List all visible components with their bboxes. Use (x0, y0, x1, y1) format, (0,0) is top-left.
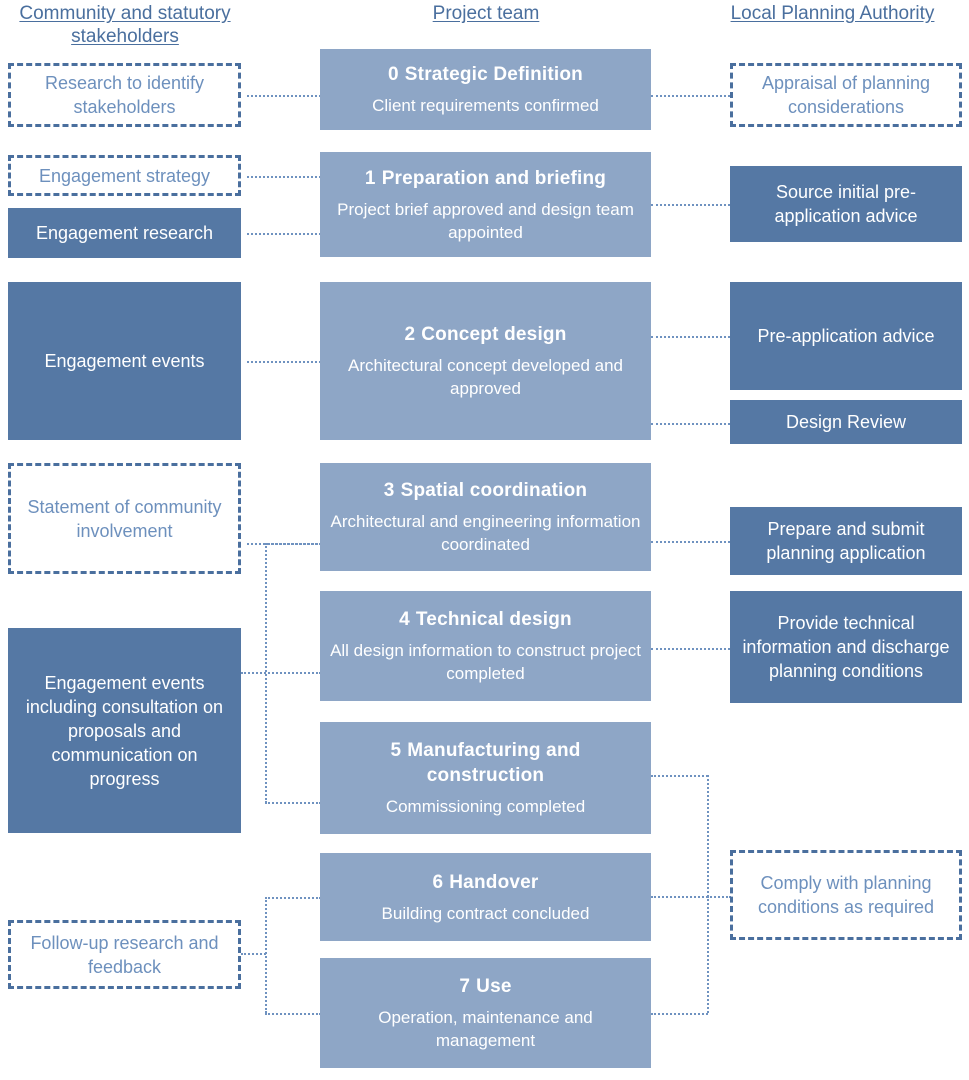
stage-number-0: 0 (388, 64, 399, 85)
connector-followup-to-stage6 (265, 897, 321, 899)
connector-stage1-right1 (651, 204, 730, 206)
connector-stage0-right0 (651, 95, 730, 97)
right-item-label: Pre-application advice (757, 326, 935, 346)
stage-name-4: Technical design (415, 609, 572, 630)
connector-followup-to-stage7 (265, 1013, 321, 1015)
left-item-engagement-strategy[interactable]: Engagement strategy (8, 155, 241, 196)
stage-number-7: 7 (459, 976, 471, 997)
left-item-label: Statement of community involvement (27, 496, 222, 541)
column-heading-right: Local Planning Authority (730, 3, 935, 24)
left-item-label: Research to identify stakeholders (44, 73, 205, 117)
left-item-engagement-events-consultation[interactable]: Engagement events including consultation… (8, 628, 241, 833)
stage-number-5: 5 (390, 740, 402, 761)
right-item-pre-application-advice[interactable]: Pre-application advice (730, 282, 962, 390)
stage-name-1: Preparation and briefing (381, 167, 607, 189)
left-item-label: Engagement events including consultation… (25, 672, 224, 789)
left-item-label: Engagement research (35, 223, 214, 243)
connector-left-research-stage1 (247, 233, 321, 235)
left-item-label: Engagement events (44, 351, 205, 371)
left-item-label: Follow-up research and feedback (30, 932, 219, 977)
stage-name-7: Use (476, 976, 512, 997)
stage-outcome-3: Architectural and engineering informatio… (330, 512, 641, 554)
stage-outcome-7: Operation, maintenance and management (378, 1008, 593, 1050)
connector-followup-bracket-spine (265, 897, 267, 1013)
stage-number-1: 1 (364, 167, 376, 189)
left-item-engagement-events[interactable]: Engagement events (8, 282, 241, 440)
right-item-label: Appraisal of planning considerations (761, 73, 931, 117)
right-item-label: Comply with planning conditions as requi… (757, 873, 935, 917)
right-item-label: Provide technical information and discha… (742, 613, 950, 681)
right-item-appraisal-of-planning-considerations[interactable]: Appraisal of planning considerations (730, 63, 962, 127)
right-item-label: Source initial pre-application advice (774, 182, 918, 226)
connector-stage2-right2 (651, 336, 730, 338)
stage-outcome-2: Architectural concept developed and appr… (347, 356, 623, 398)
left-item-research-to-identify-stakeholders[interactable]: Research to identify stakeholders (8, 63, 241, 127)
left-item-engagement-research[interactable]: Engagement research (8, 208, 241, 258)
left-item-follow-up-research-and-feedback[interactable]: Follow-up research and feedback (8, 920, 241, 989)
left-item-label: Engagement strategy (38, 165, 211, 186)
connector-left-bracket-to-stage3 (265, 543, 321, 545)
stage-number-4: 4 (399, 609, 410, 630)
stage-name-2: Concept design (421, 324, 567, 345)
connector-right-bracket-spine (707, 775, 709, 1013)
stage-name-6: Handover (449, 871, 539, 893)
stage-outcome-6: Building contract concluded (381, 903, 590, 923)
right-item-comply-with-planning-conditions[interactable]: Comply with planning conditions as requi… (730, 850, 962, 940)
connector-left-bracket-to-stage4 (241, 672, 321, 674)
connector-left-bracket-to-stage5 (265, 802, 321, 804)
stage-number-6: 6 (432, 871, 444, 893)
connector-left-stage0 (247, 95, 321, 97)
connector-stage3-right4 (651, 541, 730, 543)
connector-followup-in (241, 953, 266, 955)
stage-name-5: Manufacturing and construction (407, 740, 581, 786)
right-item-source-initial-pre-application-advice[interactable]: Source initial pre-application advice (730, 166, 962, 242)
left-item-statement-of-community-involvement[interactable]: Statement of community involvement (8, 463, 241, 574)
stage-outcome-5: Commissioning completed (385, 797, 586, 816)
stage-name-3: Spatial coordination (400, 480, 588, 501)
right-item-provide-technical-information[interactable]: Provide technical information and discha… (730, 591, 962, 703)
right-item-label: Prepare and submit planning application (766, 519, 926, 563)
connector-left-strategy-stage1 (247, 176, 321, 178)
stage-name-0: Strategic Definition (404, 64, 583, 85)
connector-left-events-stage2 (247, 361, 321, 363)
column-heading-centre: Project team (432, 3, 540, 24)
stage-outcome-0: Client requirements confirmed (372, 96, 599, 115)
connector-stage5-to-right-bracket (651, 775, 708, 777)
connector-stage2-right3 (651, 423, 730, 425)
stage-number-2: 2 (404, 324, 416, 345)
right-item-prepare-and-submit-planning-application[interactable]: Prepare and submit planning application (730, 507, 962, 575)
column-heading-left: Community and statutory stakeholders (19, 3, 231, 47)
right-item-label: Design Review (785, 412, 907, 432)
connector-stage4-right5 (651, 648, 730, 650)
right-item-design-review[interactable]: Design Review (730, 400, 962, 444)
stage-number-3: 3 (383, 480, 395, 501)
connector-stage6-to-right-bracket (651, 896, 708, 898)
stage-outcome-1: Project brief approved and design team a… (337, 199, 634, 242)
connector-stage7-to-right-bracket (651, 1013, 708, 1015)
stage-outcome-4: All design information to construct proj… (330, 641, 641, 683)
connector-right-bracket-out (707, 896, 731, 898)
